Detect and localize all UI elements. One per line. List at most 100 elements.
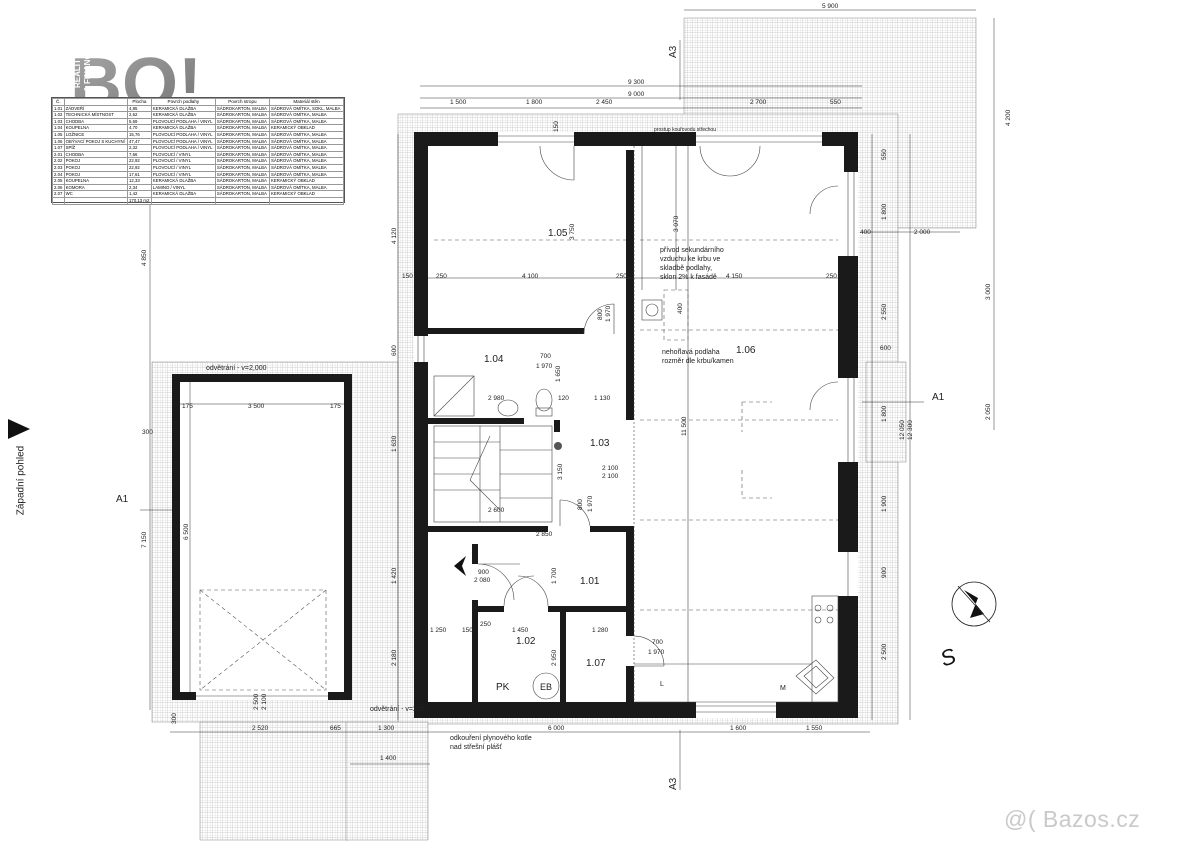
svg-text:1 280: 1 280 (592, 627, 609, 634)
svg-text:1 250: 1 250 (430, 627, 447, 634)
svg-text:M: M (780, 685, 786, 692)
svg-text:120: 120 (558, 395, 569, 402)
svg-text:175: 175 (330, 403, 341, 410)
svg-text:1 420: 1 420 (391, 567, 398, 584)
legend-cell: KERAMICKÁ DLAŽBA (150, 124, 216, 132)
svg-text:2 180: 2 180 (391, 649, 398, 666)
svg-text:2 100: 2 100 (261, 693, 268, 710)
svg-text:4 100: 4 100 (522, 273, 539, 280)
svg-text:3 150: 3 150 (557, 463, 564, 480)
west-view-label: Západní pohled (15, 445, 27, 516)
legend-cell: 5,69 (127, 117, 152, 126)
legend-cell: LAMINO / VINYL (150, 183, 216, 192)
svg-text:2 520: 2 520 (252, 725, 269, 732)
legend-cell: SÁDROKARTON, MALBA (214, 177, 270, 185)
section-a1-left: A1 (116, 494, 129, 505)
legend-cell: SÁDROVÁ OMÍTKA, MALBA (268, 163, 345, 172)
svg-text:& FINANCE: & FINANCE (83, 48, 92, 92)
svg-text:300: 300 (171, 713, 178, 724)
compass-icon (951, 581, 997, 627)
svg-text:2 600: 2 600 (488, 507, 505, 514)
legend-cell: OBÝVACÍ POKOJ S KUCHYNÍ (63, 137, 129, 146)
room-labels: 1.05 1.04 1.03 1.06 1.01 1.02 1.07 (484, 228, 756, 669)
legend-cell: SÁDROKARTON, MALBA (214, 111, 270, 119)
svg-text:6 500: 6 500 (183, 523, 190, 540)
svg-text:1 630: 1 630 (391, 435, 398, 452)
svg-text:1 300: 1 300 (378, 725, 395, 732)
section-a1-right: A1 (932, 392, 945, 403)
svg-text:4 850: 4 850 (141, 249, 148, 266)
svg-text:2 100: 2 100 (602, 473, 619, 480)
legend-cell: KERAMICKÝ OBKLAD (268, 177, 345, 185)
legend-cell: PLOVOUCÍ PODLAHA / VINYL (150, 144, 216, 152)
legend-cell: SÁDROKARTON, MALBA (214, 130, 270, 139)
svg-text:250: 250 (436, 273, 447, 280)
legend-cell: 7,66 (127, 150, 152, 159)
legend-cell: KERAMICKÁ DLAŽBA (150, 111, 216, 119)
room-label-1.07: 1.07 (586, 658, 606, 669)
svg-text:1 700: 1 700 (551, 567, 558, 584)
legend-cell: 2,34 (127, 183, 152, 192)
dimension-lines (149, 9, 995, 765)
svg-text:2 450: 2 450 (596, 99, 613, 106)
legend-cell: 1.03 (52, 117, 65, 126)
staircase (433, 425, 553, 523)
legend-cell: KERAMICKÝ OBKLAD (268, 190, 345, 198)
legend-cell: 17,61 (127, 170, 152, 179)
room-label-1.03: 1.03 (590, 438, 610, 449)
legend-cell: SÁDROVÁ OMÍTKA, MALBA (268, 170, 345, 179)
annotation-notes: odvětrání - v=2,000 odvětrání - v=250 př… (206, 127, 786, 751)
legend-cell: 1.05 (52, 130, 65, 139)
legend-cell: POKOJ (63, 163, 129, 172)
legend-cell: SÁDROVÁ OMÍTKA, MALBA (268, 117, 345, 126)
svg-text:250: 250 (480, 621, 491, 628)
legend-cell: SÁDROKARTON, MALBA (214, 144, 270, 152)
svg-text:3 500: 3 500 (248, 403, 265, 410)
legend-cell: SÁDROKARTON, MALBA (214, 157, 270, 165)
driveway-left (199, 721, 349, 841)
legend-cell: 47,47 (127, 137, 152, 146)
svg-text:400: 400 (860, 229, 871, 236)
technical-room-fixtures (532, 442, 562, 700)
svg-text:900: 900 (478, 569, 489, 576)
legend-cell: PLOVOUCÍ / VINYL (150, 150, 216, 159)
garage-walls (172, 374, 352, 700)
svg-text:700: 700 (540, 353, 551, 360)
legend-cell: 2,32 (127, 144, 152, 152)
svg-text:3 750: 3 750 (569, 223, 576, 240)
legend-cell: SÁDROKARTON, MALBA (214, 124, 270, 132)
legend-cell (52, 196, 65, 205)
legend-cell: SPÍŽ (63, 144, 129, 152)
svg-text:150: 150 (402, 273, 413, 280)
legend-cell: KOMORA (63, 183, 129, 192)
legend-cell: 1.07 (52, 144, 65, 152)
room-label-1.01: 1.01 (580, 576, 600, 587)
doors (477, 145, 839, 667)
svg-text:11 500: 11 500 (681, 416, 688, 436)
legend-cell (63, 196, 129, 205)
legend-cell: 170,13 m2 (127, 196, 152, 205)
legend-cell: ZÁDVEŘÍ (63, 104, 129, 113)
legend-cell: 2.02 (52, 157, 65, 165)
svg-text:2 980: 2 980 (488, 395, 505, 402)
svg-text:4 200: 4 200 (1005, 109, 1012, 126)
legend-cell (214, 196, 270, 205)
legend-cell: SÁDROVÁ OMÍTKA, MALBA (268, 157, 345, 165)
svg-text:1 450: 1 450 (512, 627, 529, 634)
legend-cell: SÁDROVÁ OMÍTKA, MALBA (268, 130, 345, 139)
svg-text:800: 800 (577, 499, 584, 510)
fireplace-stack (641, 289, 689, 341)
legend-cell: PLOVOUCÍ / VINYL (150, 163, 216, 172)
section-labels: A1 A1 A3 A3 (116, 45, 945, 790)
legend-cell: WC (63, 190, 129, 198)
ceiling-lines (434, 146, 838, 702)
svg-text:400: 400 (677, 303, 684, 314)
svg-text:4 150: 4 150 (726, 273, 743, 280)
svg-text:nad střešní plášť: nad střešní plášť (450, 744, 502, 751)
